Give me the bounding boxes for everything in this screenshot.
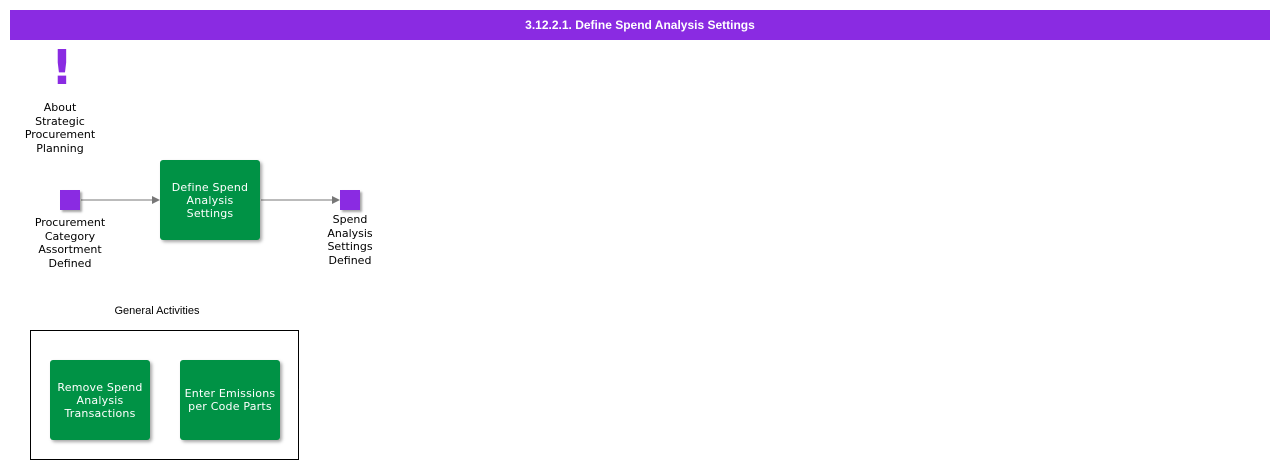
diagram-title-bar: 3.12.2.1. Define Spend Analysis Settings [10, 10, 1270, 40]
remove-spend-analysis-transactions-task[interactable]: Remove Spend Analysis Transactions [50, 360, 150, 440]
general-activities-box [30, 330, 299, 460]
general-activities-label: General Activities [114, 305, 200, 317]
about-link-label[interactable]: About Strategic Procurement Planning [24, 101, 96, 155]
enter-emissions-per-code-parts-task[interactable]: Enter Emissions per Code Parts [180, 360, 280, 440]
end-event-label: Spend Analysis Settings Defined [327, 213, 373, 267]
end-event[interactable] [340, 190, 360, 210]
define-spend-analysis-settings-task[interactable]: Define Spend Analysis Settings [160, 160, 260, 240]
start-event[interactable] [60, 190, 80, 210]
about-exclamation-icon[interactable]: ! [51, 40, 73, 96]
start-event-label: Procurement Category Assortment Defined [34, 216, 106, 270]
diagram-title: 3.12.2.1. Define Spend Analysis Settings [525, 18, 755, 32]
